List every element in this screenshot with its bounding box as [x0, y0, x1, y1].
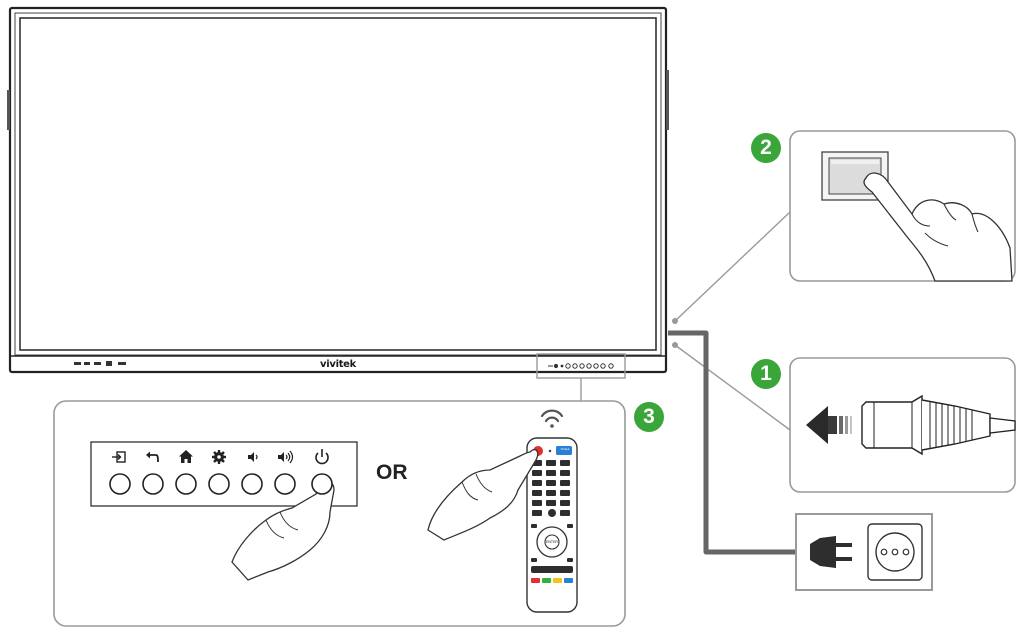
wireless-signal-icon — [540, 409, 564, 428]
keypad-power-button[interactable] — [311, 473, 333, 495]
home-icon — [179, 450, 193, 463]
step-1-badge: 1 — [751, 359, 781, 389]
wall-outlet-panel — [795, 513, 933, 591]
front-ports — [74, 361, 126, 366]
flat-panel-display — [7, 6, 669, 401]
remote-brand-label: Vivitek — [560, 447, 570, 451]
remote-control — [526, 409, 578, 613]
remote-enter-label: ENTER — [546, 540, 558, 544]
settings-gear-icon — [212, 450, 226, 464]
brand-logo: vivitek — [320, 359, 357, 370]
keypad-volume-down-button[interactable] — [241, 473, 263, 495]
step-2-badge: 2 — [751, 133, 781, 163]
keypad-settings-button[interactable] — [208, 473, 230, 495]
schuko-plug — [810, 536, 836, 568]
input-source-icon — [112, 451, 126, 463]
hand-pressing-switch — [863, 172, 1013, 282]
display-screen — [19, 17, 657, 351]
remote-brand-key — [556, 446, 572, 455]
step-3-badge: 3 — [634, 402, 664, 432]
power-icon — [315, 449, 329, 465]
keypad-back-button[interactable] — [142, 473, 164, 495]
volume-up-icon — [278, 450, 294, 464]
front-keypad-mini — [548, 363, 614, 369]
back-arrow-icon — [146, 451, 159, 463]
insert-direction-arrow — [806, 406, 828, 444]
power-cable — [668, 330, 810, 555]
keypad-input-button[interactable] — [109, 473, 131, 495]
hand-pressing-remote — [427, 448, 539, 541]
volume-down-icon — [248, 452, 258, 462]
power-switch-panel — [789, 130, 1016, 282]
or-separator: OR — [376, 461, 408, 484]
power-cord-panel — [789, 357, 1016, 493]
hand-pressing-keypad — [231, 481, 335, 581]
keypad-home-button[interactable] — [175, 473, 197, 495]
keypad-volume-up-button[interactable] — [274, 473, 296, 495]
